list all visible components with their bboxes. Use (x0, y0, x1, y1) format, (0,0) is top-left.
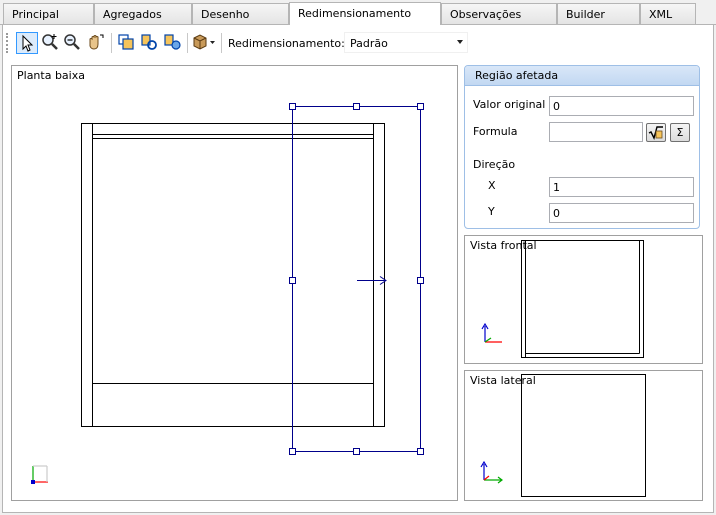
formula-label: Formula (473, 125, 518, 138)
resize-mode-select[interactable]: Padrão (344, 32, 468, 53)
zoom-out-icon (64, 34, 80, 50)
pointer-icon (22, 34, 34, 52)
side-view-drawing (480, 374, 646, 497)
sqrt-formula-icon (648, 126, 663, 140)
box-3d-dropdown-button[interactable] (191, 32, 217, 54)
tab-agregados[interactable]: Agregados (94, 3, 192, 24)
resize-handles (289, 103, 424, 455)
side-view-panel[interactable]: Vista lateral (464, 370, 703, 501)
pan-hand-icon (89, 34, 104, 50)
tab-redimensionamento[interactable]: Redimensionamento (289, 2, 441, 25)
toolbar-separator (221, 33, 222, 53)
resize-mode-value: Padrão (350, 37, 388, 50)
affected-region-header: Região afetada (465, 66, 699, 86)
resize-tool-button[interactable] (116, 32, 138, 54)
selection-box (292, 106, 421, 452)
tab-observacoes[interactable]: Observações (441, 3, 557, 24)
box-3d-icon (193, 34, 215, 50)
pointer-tool-button[interactable] (16, 32, 38, 54)
axis-gizmo-icon (31, 465, 48, 484)
rotate-tool-button[interactable] (139, 32, 161, 54)
tab-xml[interactable]: XML (640, 3, 696, 24)
tab-builder[interactable]: Builder (557, 3, 640, 24)
direction-label: Direção (473, 158, 516, 171)
direction-x-label: X (488, 179, 496, 192)
plan-view-panel[interactable]: Planta baixa (11, 65, 458, 501)
zoom-in-icon (42, 34, 58, 50)
affected-region-group: Região afetada (464, 65, 700, 229)
affected-region-title: Região afetada (475, 69, 559, 82)
move-tool-button[interactable] (162, 32, 184, 54)
chevron-down-icon (457, 40, 463, 44)
direction-arrow-icon (357, 276, 387, 285)
front-view-title: Vista frontal (470, 239, 537, 252)
original-value-label: Valor original (473, 98, 546, 111)
front-view-panel[interactable]: Vista frontal (464, 235, 703, 364)
original-value-field[interactable]: 0 (549, 96, 694, 116)
sum-button[interactable]: Σ (670, 123, 690, 142)
plan-view-drawing (31, 103, 424, 484)
direction-x-field[interactable]: 1 (549, 177, 694, 197)
formula-field[interactable] (549, 122, 643, 142)
direction-y-field[interactable]: 0 (549, 203, 694, 223)
toolbar-separator (111, 33, 112, 53)
zoom-out-button[interactable] (62, 32, 84, 54)
tab-desenho[interactable]: Desenho (192, 3, 289, 24)
axis-gizmo-icon (480, 460, 503, 484)
direction-y-label: Y (488, 205, 495, 218)
axis-gizmo-icon (481, 322, 502, 343)
front-view-drawing (481, 240, 644, 358)
pan-button[interactable] (85, 32, 107, 54)
toolbar-grip[interactable] (6, 33, 11, 53)
plan-view-title: Planta baixa (17, 69, 85, 82)
resize-tool-icon (118, 34, 134, 50)
tab-bar: Principal Agregados Desenho Redimensiona… (0, 2, 716, 25)
formula-editor-button[interactable] (646, 123, 666, 142)
side-view-title: Vista lateral (470, 374, 536, 387)
rotate-tool-icon (141, 34, 157, 50)
move-tool-icon (164, 34, 181, 50)
toolbar-separator (187, 33, 188, 53)
zoom-in-button[interactable] (40, 32, 62, 54)
resize-mode-label: Redimensionamento: (228, 37, 345, 50)
tab-principal[interactable]: Principal (3, 3, 94, 24)
